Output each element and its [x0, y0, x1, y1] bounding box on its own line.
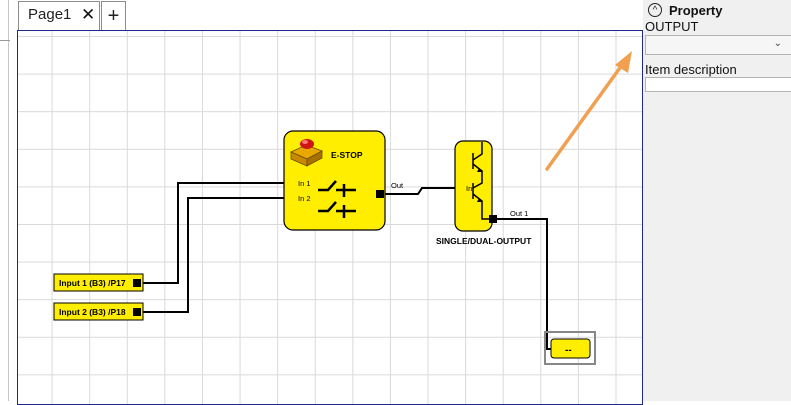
tab-page1[interactable]: Page1 ✕	[18, 1, 100, 31]
close-icon[interactable]: ✕	[81, 5, 96, 24]
input-1-label: Input 1 (B3) /P17	[59, 278, 126, 288]
property-header: Property	[669, 3, 723, 18]
estop-in2: In 2	[298, 194, 311, 203]
input-2-label: Input 2 (B3) /P18	[59, 307, 126, 317]
output-in: In	[466, 184, 472, 193]
wire-input1-in1	[143, 182, 291, 284]
annotation-arrow-icon	[545, 51, 632, 171]
output-block[interactable]: In Out 1 SINGLE/DUAL-OUTPUT	[436, 140, 532, 246]
tab-page1-label: Page1	[28, 6, 72, 23]
output-title: SINGLE/DUAL-OUTPUT	[436, 236, 532, 246]
property-panel: ^ Property OUTPUT ⌄ Item description	[643, 0, 791, 401]
pane-divider[interactable]	[8, 0, 9, 401]
output-terminal-label: --	[565, 345, 572, 356]
output-terminal[interactable]: --	[544, 331, 596, 365]
estop-in1: In 1	[298, 179, 311, 188]
collapse-chevron-icon[interactable]: ^	[648, 3, 662, 17]
wire-output-terminal	[493, 218, 553, 350]
diagram-canvas[interactable]: Input 1 (B3) /P17 Input 2 (B3) /P18 E-ST…	[17, 30, 643, 405]
input-block-1[interactable]: Input 1 (B3) /P17	[53, 273, 144, 292]
item-description-label: Item description	[645, 62, 737, 77]
output-out1: Out 1	[510, 209, 528, 218]
item-description-input[interactable]	[645, 77, 791, 92]
add-tab-button[interactable]: +	[101, 1, 126, 31]
transistor-icon	[472, 142, 493, 220]
left-pane-edge	[0, 0, 14, 401]
estop-block[interactable]: E-STOP In 1 In 2 Out	[283, 130, 404, 231]
contact-symbol-icon	[318, 180, 356, 218]
chevron-down-icon: ⌄	[773, 38, 782, 49]
input-block-2[interactable]: Input 2 (B3) /P18	[53, 302, 144, 321]
diagram-svg: Input 1 (B3) /P17 Input 2 (B3) /P18 E-ST…	[53, 51, 632, 365]
estop-out: Out	[391, 181, 404, 190]
estop-title: E-STOP	[331, 150, 363, 160]
wire-estop-output	[384, 187, 463, 195]
estop-button-icon	[290, 139, 323, 167]
wires	[143, 182, 553, 350]
type-label: OUTPUT	[645, 19, 699, 34]
output-select[interactable]: ⌄	[645, 35, 791, 55]
wire-input2-in2	[143, 197, 291, 313]
pane-tick	[0, 40, 10, 41]
